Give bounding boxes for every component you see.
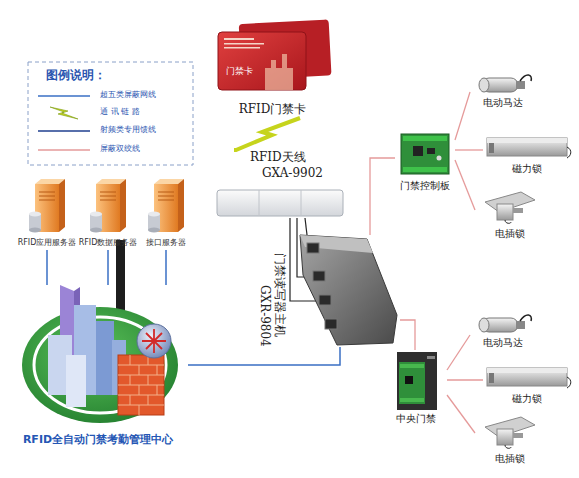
node-graphic — [8, 285, 188, 450]
central-controller: 中央门禁 — [385, 350, 447, 430]
magnetic-lock: 磁力锁 — [483, 360, 570, 408]
node-label: 磁力锁 — [483, 163, 570, 175]
legend-entry: 屏蔽双绞线 — [34, 143, 189, 157]
legend-text: 超五类屏蔽网线 — [100, 90, 156, 100]
legend-text: 射频类专用馈线 — [100, 125, 156, 135]
server-tower: RFID数据服务器 — [78, 178, 138, 250]
node-label: RFID门禁卡 — [210, 102, 335, 116]
legend-frame — [28, 62, 193, 165]
twisted-pair-cable — [455, 92, 470, 140]
twisted-pair-cable — [447, 395, 475, 433]
magnetic-lock: 磁力锁 — [483, 130, 570, 178]
twisted-pair-cable — [447, 335, 470, 370]
node-label: 电动马达 — [470, 97, 535, 109]
node-label: RFID数据服务器 — [74, 238, 142, 248]
reader-host: 门禁读写器主机GXR-9804 — [255, 235, 400, 347]
twisted-pair-cable — [400, 320, 415, 350]
node-label: 磁力锁 — [483, 393, 570, 405]
management-center: RFID全自动门禁考勤管理中心 — [8, 285, 188, 450]
network-cable — [165, 250, 167, 285]
twisted-pair-cable — [455, 149, 483, 150]
twisted-pair-cable — [447, 379, 483, 380]
node-label: 电动马达 — [470, 337, 535, 349]
node-label: RFID全自动门禁考勤管理中心 — [8, 433, 188, 446]
motor: 电动马达 — [470, 72, 535, 112]
rfid-antenna: RFID天线 GXA-9902 — [215, 150, 345, 218]
node-label: GXR-9804 — [258, 285, 272, 347]
legend-text: 屏蔽双绞线 — [100, 144, 140, 154]
wireless-link — [234, 118, 300, 150]
legend-sample — [34, 124, 92, 138]
rf-feeder-cable — [305, 218, 307, 235]
node-label: 电插锁 — [475, 453, 545, 465]
motor: 电动马达 — [470, 312, 535, 352]
node-label: RFID天线 — [250, 150, 306, 164]
card-print: 门禁卡 — [226, 66, 253, 77]
legend-entry: 通 讯 链 路 — [34, 106, 189, 120]
node-label: 门禁控制板 — [393, 180, 457, 192]
network-cable — [188, 347, 340, 365]
legend-sample — [34, 143, 92, 157]
node-label: 接口服务器 — [135, 238, 197, 248]
network-cable — [107, 250, 109, 285]
legend-entry: 射频类专用馈线 — [34, 124, 189, 138]
node-label: 门禁读写器主机 — [273, 253, 287, 337]
server-tower: RFID应用服务器 — [17, 178, 77, 250]
twisted-pair-cable — [455, 160, 475, 210]
node-label: GXA-9902 — [262, 166, 323, 180]
twisted-pair-cable — [370, 158, 395, 235]
node-label: RFID应用服务器 — [13, 238, 81, 248]
network-cable — [46, 250, 48, 285]
legend-sample — [34, 89, 92, 103]
legend-sample — [34, 106, 92, 120]
legend-text: 通 讯 链 路 — [100, 107, 140, 117]
node-label: 中央门禁 — [385, 413, 447, 425]
legend-entry: 超五类屏蔽网线 — [34, 89, 189, 103]
electric-bolt-lock: 电插锁 — [475, 188, 545, 243]
electric-bolt-lock: 电插锁 — [475, 413, 545, 468]
controller-board: 门禁控制板 — [395, 130, 455, 200]
legend-title: 图例说明： — [46, 68, 106, 82]
server-tower: 接口服务器 — [139, 178, 193, 250]
node-label: 电插锁 — [475, 228, 545, 240]
